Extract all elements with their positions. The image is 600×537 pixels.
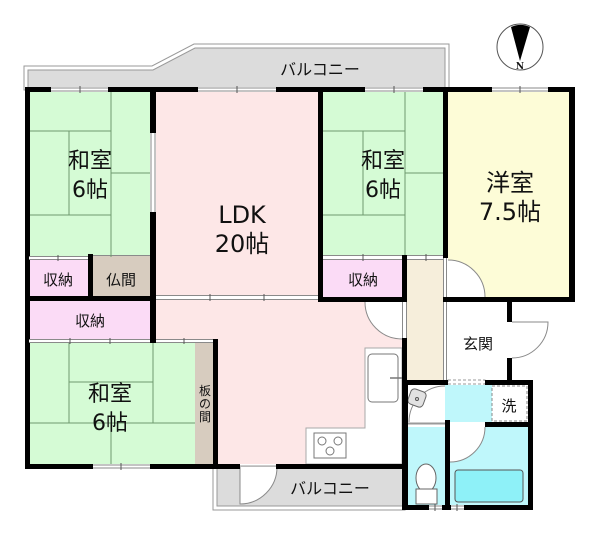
sliding-door-closet-1 bbox=[29, 255, 88, 261]
sliding-door-washitsu-1-ldk bbox=[150, 133, 156, 212]
room-corridor bbox=[407, 257, 443, 380]
itanoma-char-1: 板 bbox=[199, 384, 211, 398]
walls bbox=[25, 87, 575, 510]
room-genkan bbox=[447, 302, 507, 380]
youshitsu-size: 7.5帖 bbox=[479, 198, 541, 226]
ldk-size: 20帖 bbox=[215, 230, 270, 258]
sliding-door-ldk-partition bbox=[156, 294, 318, 301]
room-closet-1 bbox=[29, 260, 88, 296]
closet-2-label: 収納 bbox=[75, 312, 105, 330]
door-arc-ldk bbox=[364, 301, 403, 340]
window-ldk bbox=[198, 86, 276, 93]
stove-icon bbox=[313, 432, 347, 459]
tatami-lines-washitsu-1 bbox=[29, 92, 150, 257]
window-washitsu-1 bbox=[51, 86, 108, 93]
door-arc-bath bbox=[449, 426, 486, 463]
youshitsu-name: 洋室 bbox=[486, 169, 534, 197]
room-washitsu-2 bbox=[323, 92, 443, 257]
balcony-top bbox=[23, 43, 450, 91]
washing-machine-space bbox=[491, 385, 528, 422]
washitsu-2-name: 和室 bbox=[361, 149, 405, 174]
door-leaf-ldk bbox=[402, 302, 407, 338]
balcony-bottom-label: バルコニー bbox=[290, 479, 370, 498]
closet-3-label: 収納 bbox=[348, 271, 378, 289]
washitsu-2-size: 6帖 bbox=[365, 178, 401, 203]
door-entrance bbox=[512, 322, 548, 358]
door-arc-youshitsu bbox=[447, 259, 486, 298]
laundry-label: 洗 bbox=[501, 397, 516, 415]
room-ldk bbox=[156, 92, 402, 464]
door-bath bbox=[450, 427, 485, 462]
door-youshitsu bbox=[448, 260, 485, 297]
compass-label: N bbox=[516, 62, 524, 72]
window-washitsu-2 bbox=[365, 86, 423, 93]
door-arc-entrance bbox=[511, 321, 549, 359]
door-arc-balcony bbox=[239, 466, 278, 505]
room-washitsu-1 bbox=[29, 92, 150, 257]
room-washroom bbox=[445, 385, 492, 422]
itanoma-char-2: の bbox=[199, 397, 211, 411]
kitchen bbox=[305, 347, 403, 465]
ldk-name: LDK bbox=[218, 201, 267, 229]
door-balcony bbox=[240, 467, 277, 504]
room-youshitsu bbox=[448, 92, 569, 297]
north-compass-icon: N bbox=[496, 23, 544, 72]
wash-basin-icon bbox=[407, 388, 427, 408]
balcony-top-label: バルコニー bbox=[280, 60, 360, 79]
window-bath bbox=[451, 504, 464, 511]
butsuma-label: 仏間 bbox=[106, 271, 136, 289]
room-washitsu-3 bbox=[29, 343, 195, 464]
itanoma-label: 板 の 間 bbox=[199, 384, 211, 424]
toilet-icon bbox=[415, 463, 438, 505]
bathtub-icon bbox=[454, 469, 524, 503]
genkan-label: 玄関 bbox=[463, 335, 493, 353]
door-ldk bbox=[365, 302, 402, 339]
closet-1-label: 収納 bbox=[43, 271, 73, 289]
tatami-lines-washitsu-3 bbox=[29, 343, 195, 464]
tatami-lines-washitsu-2 bbox=[323, 92, 443, 257]
room-itanoma bbox=[195, 343, 213, 464]
washitsu-1-name: 和室 bbox=[68, 149, 112, 174]
room-closet-2 bbox=[29, 301, 150, 339]
window-washitsu-3 bbox=[93, 463, 150, 470]
washitsu-1-size: 6帖 bbox=[72, 178, 108, 203]
entrance-step bbox=[447, 379, 486, 385]
window-youshitsu bbox=[492, 86, 548, 93]
sliding-door-washitsu-2 bbox=[323, 254, 443, 261]
itanoma-char-3: 間 bbox=[199, 410, 211, 424]
corridor-edge bbox=[443, 258, 447, 380]
window-toilet bbox=[429, 504, 442, 511]
room-closet-3 bbox=[323, 260, 402, 297]
room-butsuma bbox=[93, 256, 150, 296]
sliding-door-washitsu-3 bbox=[29, 338, 213, 344]
washitsu-3-size: 6帖 bbox=[92, 411, 128, 436]
washitsu-3-name: 和室 bbox=[88, 382, 132, 407]
